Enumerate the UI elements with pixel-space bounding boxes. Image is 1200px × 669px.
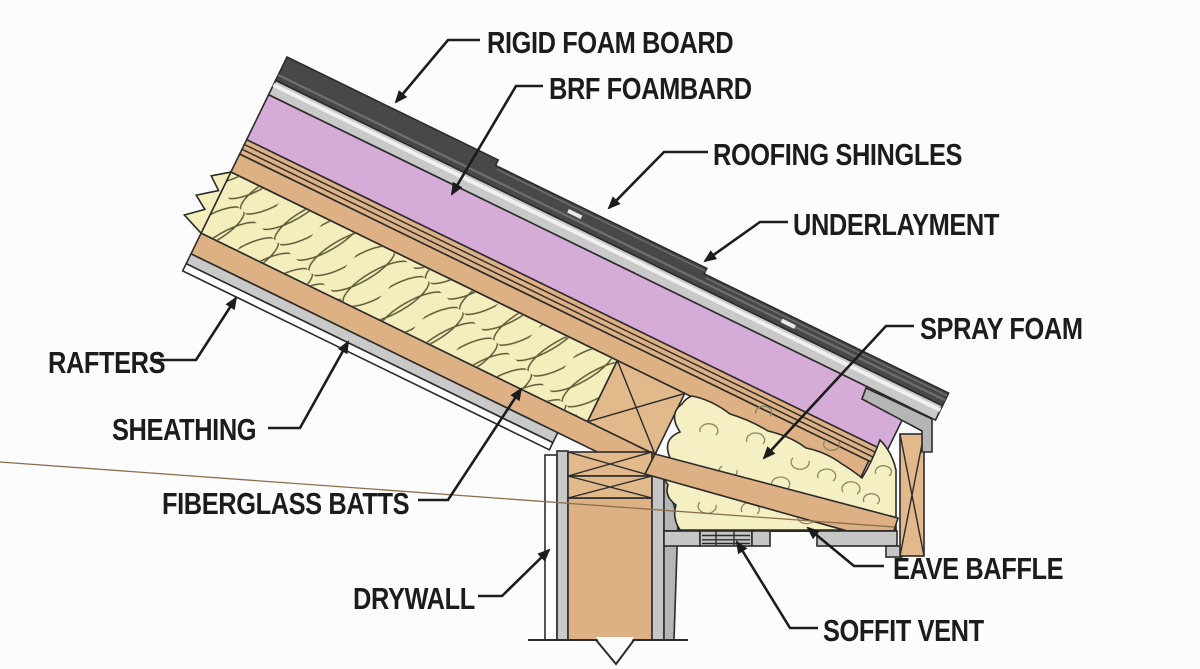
label-spray-foam: SPRAY FOAM (920, 311, 1083, 346)
leader-brf-foamboard (450, 84, 543, 196)
label-soffit-vent: SOFFIT VENT (823, 613, 984, 648)
exterior-sheathing-strip (651, 461, 665, 641)
foam-curl (817, 468, 837, 482)
foam-curl (745, 432, 766, 445)
wall-stud (567, 497, 653, 641)
break-mark (182, 170, 233, 235)
leader-drywall (478, 548, 551, 598)
furring-line (244, 143, 880, 455)
leader-lines (152, 38, 914, 630)
leader-rafters (152, 296, 238, 362)
leader-soffit-vent (735, 540, 818, 630)
eave-assembly (0, 386, 933, 558)
leader-roofing-shingles (607, 150, 708, 210)
label-rafters: RAFTERS (48, 345, 166, 380)
leader-fiberglass-batts (418, 387, 523, 502)
foam-curl (874, 465, 893, 477)
label-rigid-foam-board: RIGID FOAM BOARD (487, 25, 734, 60)
foam-curl (771, 476, 791, 490)
wall-break-mark (596, 637, 634, 666)
drywall-panel (544, 454, 558, 641)
shingle-joint-mark (567, 208, 583, 220)
leader-underlayment (703, 220, 788, 263)
foam-curl (790, 457, 810, 470)
furring-line (241, 148, 877, 460)
finish-strip (181, 262, 554, 451)
soffit-panel (663, 530, 701, 547)
drip-edge (861, 386, 933, 453)
shingle-course-line (496, 168, 948, 397)
leader-sheathing (268, 340, 350, 430)
leader-eave-baffle (806, 526, 884, 568)
label-underlayment: UNDERLAYMENT (793, 207, 999, 242)
underlayment-highlight (272, 83, 942, 412)
wall-bottom-line (528, 639, 688, 666)
roof-assembly (181, 55, 950, 480)
label-brf-foamboard: BRF FOAMBARD (549, 71, 752, 106)
fiberglass-batts-texture (201, 172, 617, 421)
hatch-line (587, 392, 685, 423)
shingle-joint-mark (780, 318, 796, 329)
label-fiberglass-batts: FIBERGLASS BATTS (162, 486, 410, 521)
foam-curl (699, 423, 719, 436)
label-drywall: DRYWALL (353, 581, 475, 616)
shingle-course-line (277, 73, 946, 402)
wall-assembly (528, 450, 688, 666)
drywall-backer (556, 450, 569, 641)
roofing-shingles-layer (274, 55, 950, 407)
foam-curl (822, 439, 841, 451)
foam-curl (841, 481, 861, 495)
label-eave-baffle: EAVE BAFFLE (893, 551, 1064, 586)
label-roofing-shingles: ROOFING SHINGLES (713, 137, 963, 172)
foam-curl (755, 405, 773, 417)
leader-rigid-foam-board (394, 38, 480, 104)
leader-spray-foam (762, 324, 914, 460)
spray-foam-fill (663, 395, 897, 531)
label-sheathing: SHEATHING (112, 412, 257, 447)
soffit-panel (751, 530, 771, 547)
foam-curl (862, 493, 881, 505)
